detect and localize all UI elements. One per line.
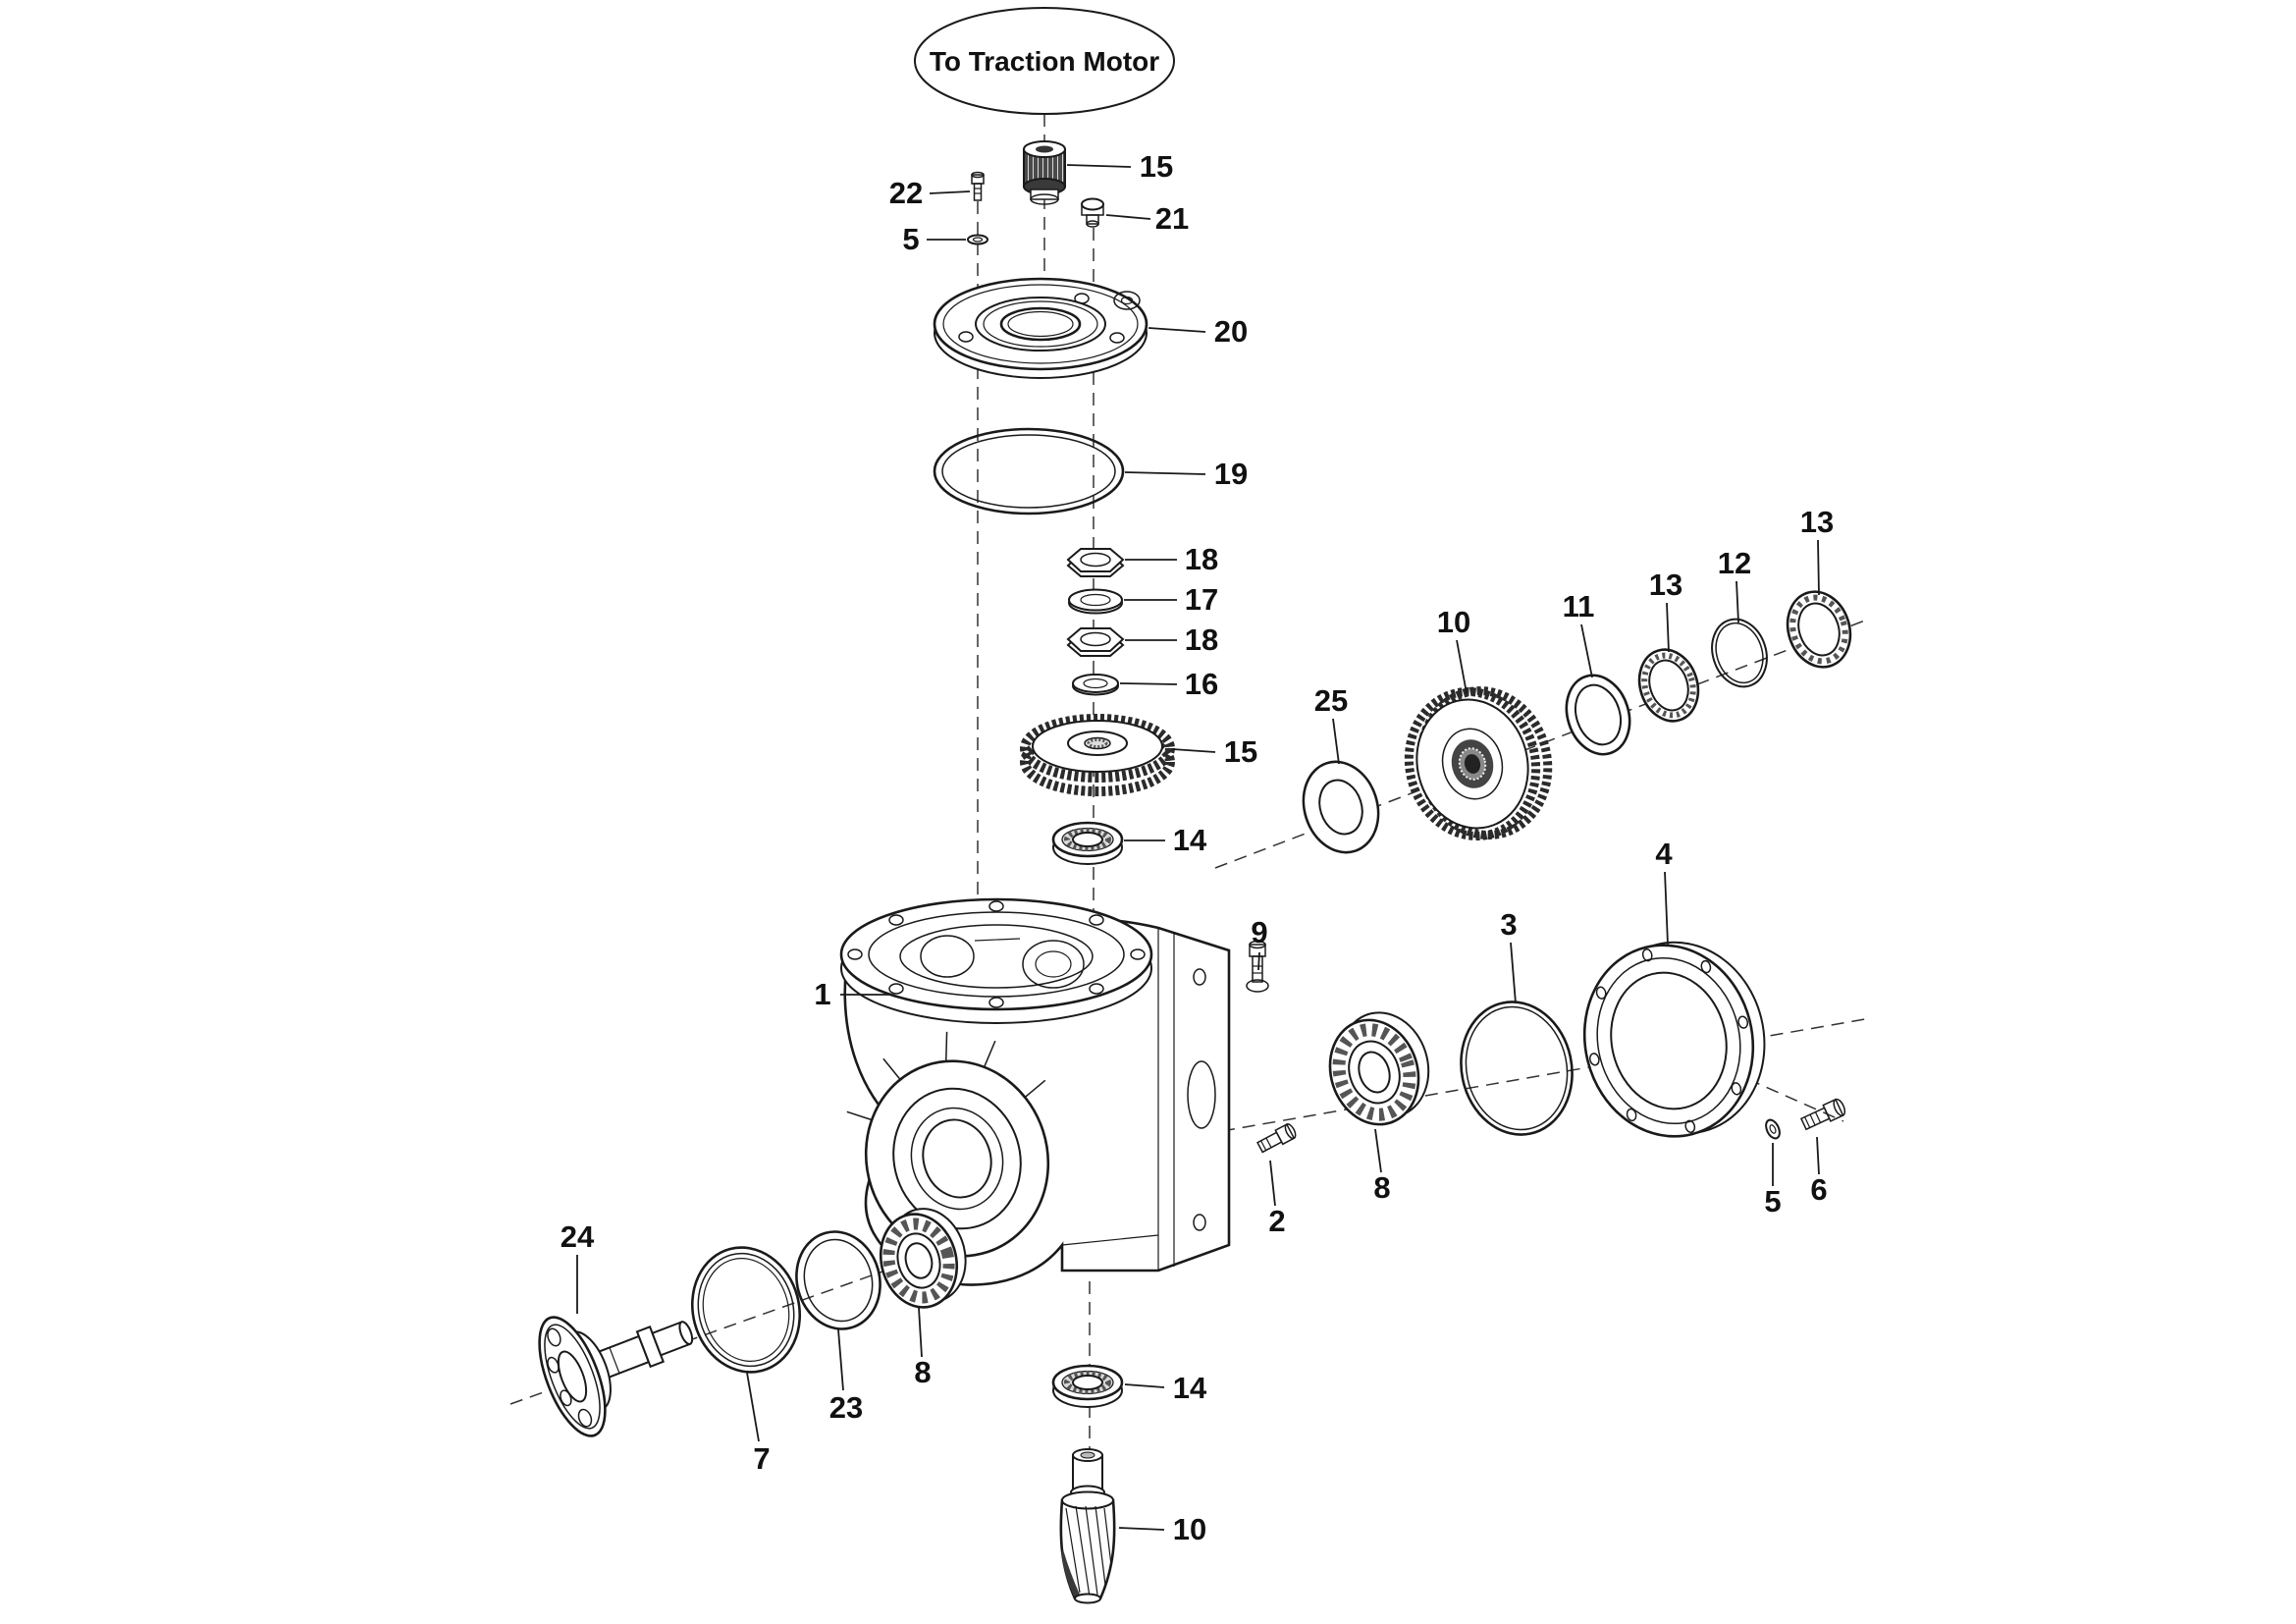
callout-label: 20 — [1214, 314, 1248, 349]
part-ring-12 — [1711, 618, 1768, 688]
callout-label: 11 — [1563, 589, 1595, 623]
callout-label: 6 — [1810, 1172, 1827, 1207]
callout-labels: 15 22 5 21 20 19 18 17 18 16 15 14 1 9 2… — [561, 149, 1834, 1546]
callout-label: 5 — [1764, 1184, 1781, 1218]
part-flange-shaft-24 — [538, 1316, 694, 1437]
part-hex-nut-18b — [1066, 627, 1125, 657]
callout-label: 23 — [829, 1390, 863, 1425]
part-hex-nut-18a — [1066, 548, 1125, 577]
callout-label: 7 — [753, 1441, 770, 1476]
part-ring-13a — [1637, 648, 1700, 723]
callout-label: 18 — [1185, 542, 1218, 576]
part-bearing-14-lower — [1051, 1364, 1124, 1408]
diagram-title: To Traction Motor — [930, 46, 1159, 77]
part-bearing-8-left — [879, 1208, 967, 1309]
callout-label: 8 — [914, 1355, 931, 1389]
callout-label: 16 — [1185, 667, 1218, 701]
callout-label: 9 — [1251, 915, 1267, 949]
part-ring-23 — [795, 1230, 881, 1330]
callout-label: 13 — [1649, 568, 1682, 602]
part-input-pinion-top — [1023, 140, 1066, 205]
callout-label: 10 — [1173, 1512, 1206, 1546]
title-balloon: To Traction Motor — [914, 7, 1175, 115]
part-cover-4 — [1582, 941, 1766, 1138]
callout-label: 2 — [1268, 1204, 1285, 1238]
part-washer-25 — [1302, 760, 1380, 854]
part-bearing-14-upper — [1051, 821, 1124, 865]
part-drive-gear-15 — [1020, 714, 1175, 796]
part-washer-17 — [1068, 588, 1123, 615]
callout-label: 13 — [1800, 505, 1834, 539]
callout-label: 4 — [1655, 837, 1673, 871]
part-bearing-8-right — [1328, 1011, 1430, 1126]
callout-label: 1 — [814, 977, 830, 1011]
callout-label: 10 — [1437, 605, 1470, 639]
callout-label: 14 — [1173, 823, 1207, 857]
part-main-housing — [839, 897, 1231, 1286]
part-washer-5-right — [1765, 1118, 1781, 1140]
part-seal-7 — [690, 1246, 802, 1374]
part-washer-16 — [1072, 674, 1119, 696]
callout-label: 5 — [902, 222, 919, 256]
callout-label: 21 — [1155, 201, 1189, 236]
part-washer-5-top — [967, 234, 988, 245]
part-ring-11 — [1565, 674, 1631, 756]
part-bolt-6 — [1799, 1098, 1846, 1131]
leader-lines — [576, 164, 1820, 1531]
callout-label: 15 — [1140, 149, 1173, 184]
callout-label: 15 — [1224, 734, 1257, 769]
part-oring-19 — [933, 427, 1125, 515]
callout-label: 22 — [889, 176, 923, 210]
callout-label: 17 — [1185, 582, 1218, 617]
callout-label: 3 — [1500, 907, 1517, 942]
callout-label: 8 — [1373, 1170, 1390, 1205]
part-gear-10-right — [1404, 686, 1553, 840]
part-bolt-9 — [1246, 940, 1269, 993]
part-plug-21 — [1081, 197, 1104, 228]
part-top-cover — [933, 277, 1148, 379]
callout-label: 18 — [1185, 623, 1218, 657]
callout-label: 24 — [561, 1219, 595, 1254]
part-oring-3 — [1460, 1001, 1574, 1136]
part-bolt-22 — [971, 171, 985, 201]
callout-label: 19 — [1214, 457, 1248, 491]
callout-label: 12 — [1718, 546, 1751, 580]
part-plug-2 — [1256, 1123, 1297, 1154]
part-pinion-10-bottom — [1059, 1448, 1116, 1604]
part-ring-13b — [1786, 590, 1852, 669]
callout-label: 14 — [1173, 1371, 1207, 1405]
callout-label: 25 — [1314, 683, 1348, 718]
